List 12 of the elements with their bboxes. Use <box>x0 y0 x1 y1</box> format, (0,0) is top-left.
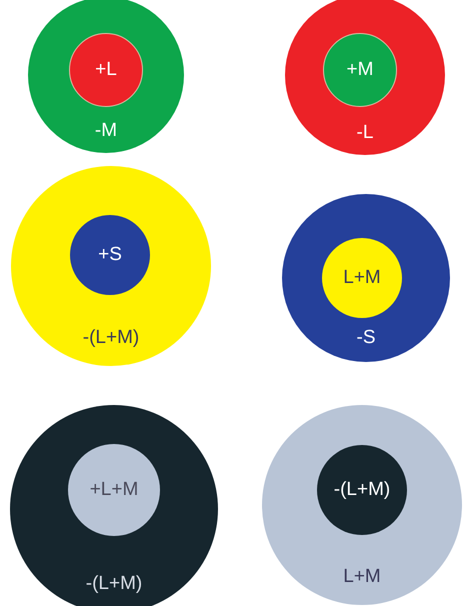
surround-label: -(L+M) <box>82 327 140 349</box>
center-label: L+M <box>343 267 381 289</box>
center-label: +S <box>98 244 122 266</box>
center-label: +L <box>95 59 117 81</box>
surround-label: -L <box>356 122 374 144</box>
surround-label: L+M <box>343 566 381 588</box>
surround-label: -M <box>94 120 118 142</box>
surround-label: -(L+M) <box>86 572 142 595</box>
center-label: +L+M <box>90 479 138 501</box>
center-label: +M <box>346 59 374 81</box>
surround-label: -S <box>356 327 376 350</box>
center-label: -(L+M) <box>334 479 390 501</box>
